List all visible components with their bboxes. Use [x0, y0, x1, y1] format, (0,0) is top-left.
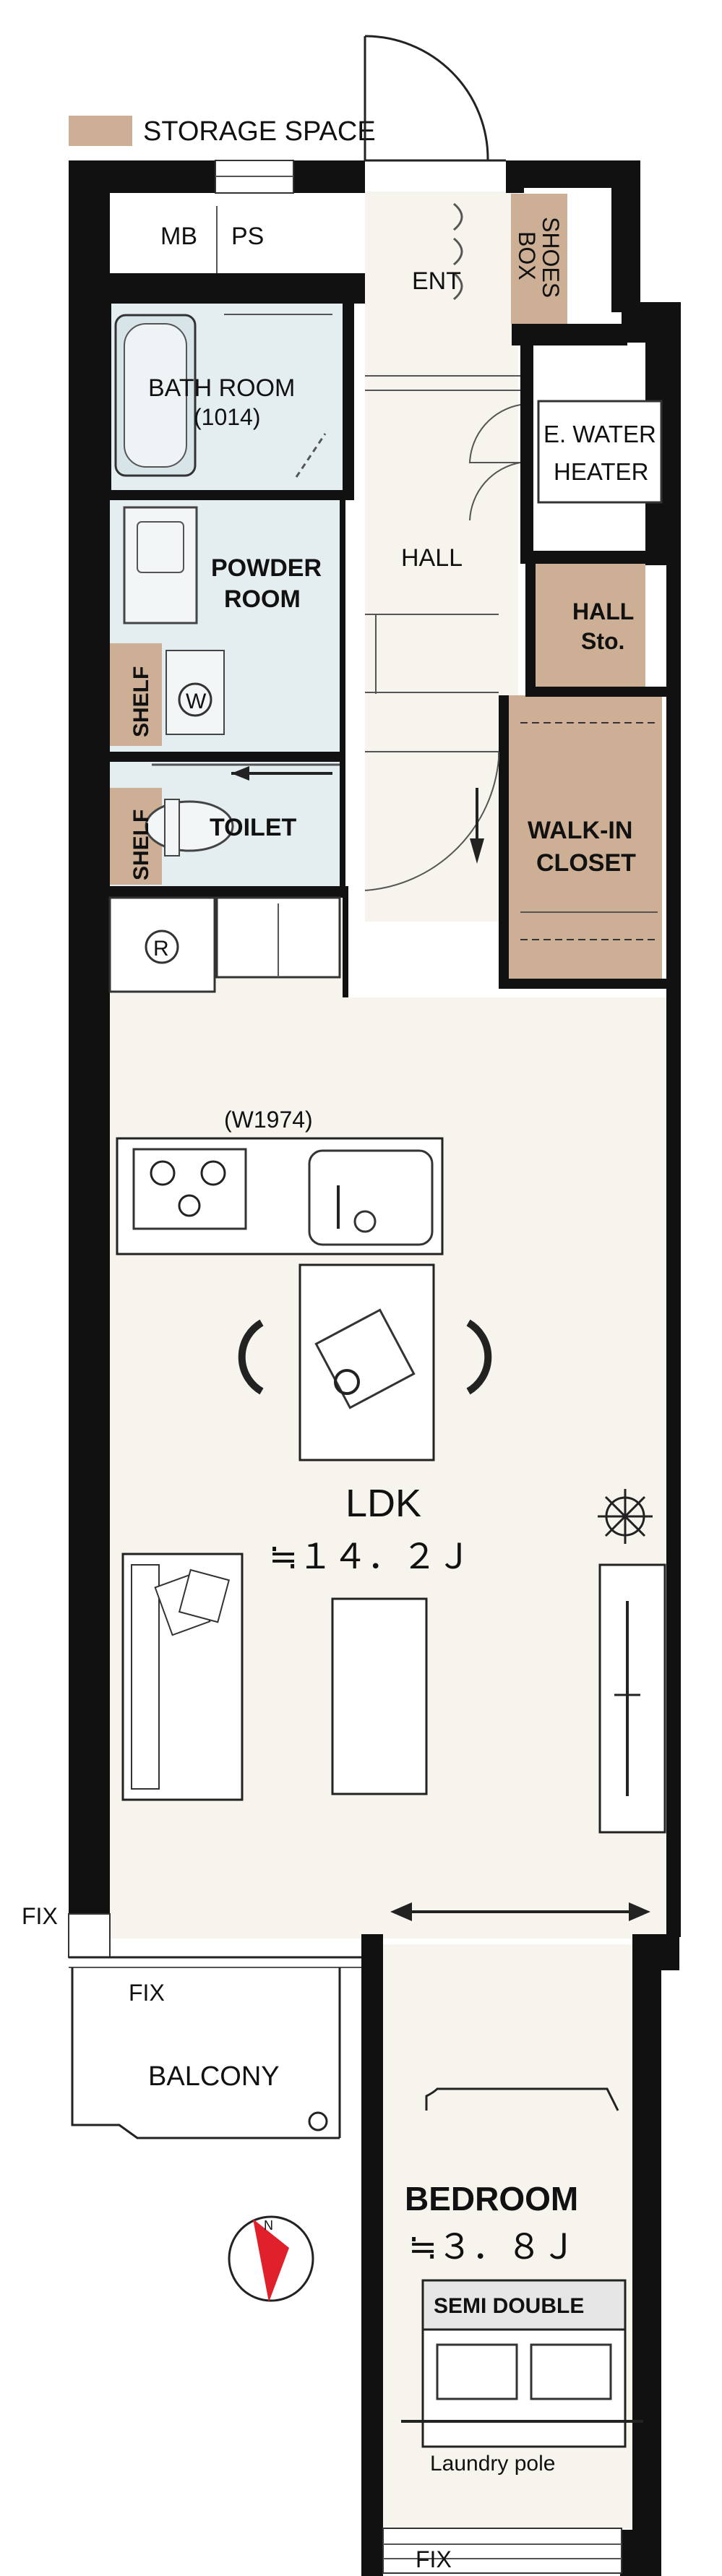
water-heater-label-2: HEATER: [554, 458, 648, 485]
bath-room-size: (1014): [194, 404, 261, 430]
storage-legend-label: STORAGE SPACE: [143, 116, 376, 147]
fix-label-left: FIX: [22, 1903, 58, 1929]
shoes-box-label-1: SHOES: [538, 217, 564, 298]
svg-text:N: N: [264, 2218, 273, 2233]
washer-label: W: [186, 690, 207, 713]
water-heater-label-1: E. WATER: [543, 421, 656, 447]
hall-storage-label-2: Sto.: [581, 628, 624, 654]
bedroom-size: ≒３．８Ｊ: [408, 2227, 576, 2267]
kitchen-counter: (W1974): [116, 1107, 444, 1255]
shoes-box: SHOES BOX: [514, 217, 564, 298]
stove-burners-icon: [150, 1160, 226, 1217]
bed-label: SEMI DOUBLE: [434, 2294, 584, 2318]
shelf-toilet-label: SHELF: [129, 810, 153, 880]
mb-ps-area: MB PS: [160, 206, 264, 273]
entrance-area: ENT: [364, 35, 520, 391]
washer-box: [166, 650, 225, 735]
ps-label: PS: [231, 223, 264, 250]
storage-fills: [110, 194, 662, 979]
shelf-powder-label: SHELF: [129, 666, 153, 737]
shoes-box-label-2: BOX: [514, 231, 540, 280]
hall-storage-label-1: HALL: [572, 598, 634, 624]
bath-room: BATH ROOM (1014): [114, 314, 332, 478]
kitchen-width-label: (W1974): [224, 1107, 313, 1133]
toilet-room: TOILET: [145, 763, 340, 856]
fix-label-balcony: FIX: [129, 1980, 165, 2006]
hall-storage: HALL Sto.: [572, 598, 634, 654]
toilet-label: TOILET: [210, 814, 296, 841]
laundry-label: Laundry pole: [430, 2452, 555, 2476]
storage-legend-swatch: [69, 116, 132, 146]
north-arrow-icon: N: [228, 2215, 314, 2302]
kitchen-upper: R: [108, 896, 341, 993]
ldk-label-group: LDK ≒１４．２Ｊ: [269, 1482, 471, 1577]
bedroom-label: BEDROOM: [405, 2180, 578, 2217]
bath-room-label: BATH ROOM: [148, 374, 295, 402]
walls: [69, 160, 681, 2576]
ldk-size: ≒１４．２Ｊ: [269, 1537, 471, 1577]
balcony-label: BALCONY: [148, 2061, 280, 2092]
shelf-toilet: SHELF: [129, 810, 153, 880]
hall-area: HALL: [364, 404, 521, 891]
entrance-label: ENT: [412, 267, 461, 295]
water-heater: E. WATER HEATER: [533, 345, 663, 551]
hall-label: HALL: [401, 544, 463, 572]
balcony: BALCONY: [71, 1967, 341, 2139]
walk-in-closet-label-1: WALK-IN: [528, 817, 632, 844]
powder-room-label-2: ROOM: [224, 585, 301, 613]
bedroom: BEDROOM ≒３．８Ｊ SEMI DOUBLE Laundry pole: [401, 2087, 643, 2476]
sliding-door-arrow-icon: [390, 1902, 650, 1921]
powder-room-label-1: POWDER: [211, 554, 322, 582]
walk-in-closet-label-2: CLOSET: [536, 849, 636, 877]
fix-label-bottom: FIX: [416, 2546, 452, 2572]
fridge-label: R: [153, 937, 169, 961]
ldk-label: LDK: [345, 1482, 421, 1525]
sofa: [121, 1553, 244, 1801]
powder-room: POWDER ROOM W: [123, 506, 322, 735]
walk-in-closet: WALK-IN CLOSET: [470, 722, 658, 940]
low-table: [331, 1597, 428, 1795]
dining-table: [238, 1263, 492, 1461]
tv-board: [598, 1563, 666, 1834]
windows: [68, 160, 622, 2574]
shelf-powder: SHELF: [129, 666, 153, 737]
plant-icon: [598, 1489, 653, 1544]
mb-label: MB: [160, 223, 197, 250]
